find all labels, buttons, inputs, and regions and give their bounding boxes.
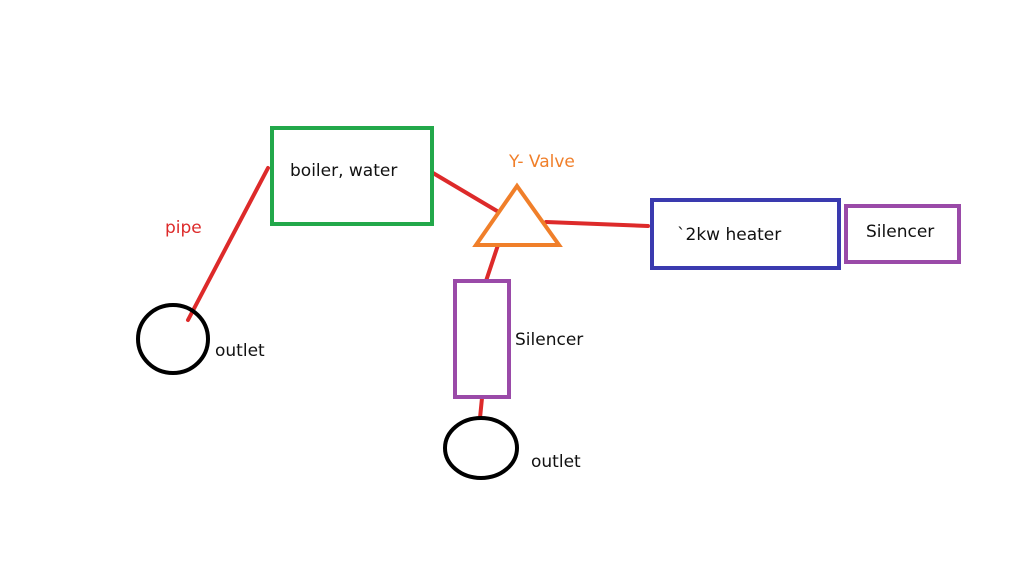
pipe-valve-to-silencer xyxy=(484,243,500,283)
outlet-left-label: outlet xyxy=(215,341,265,361)
outlet-bottom-label: outlet xyxy=(531,452,581,472)
boiler-box xyxy=(270,126,434,226)
silencer-right-label: Silencer xyxy=(866,222,934,242)
silencer-bottom-label: Silencer xyxy=(515,330,583,350)
pipes xyxy=(186,166,650,420)
pipe-label: pipe xyxy=(165,218,202,238)
boiler-label: boiler, water xyxy=(290,161,397,181)
pipe-silencer-to-bottom-outlet xyxy=(478,396,484,420)
outlet-left-circle xyxy=(136,303,210,375)
silencer-box-bottom xyxy=(453,279,511,399)
silencer-box-right xyxy=(844,204,961,264)
heater-label: `2kw heater xyxy=(677,225,781,245)
y-valve-triangle xyxy=(472,182,563,247)
pipe-boiler-to-valve xyxy=(431,171,499,213)
heater-box xyxy=(650,198,841,270)
outlet-bottom-circle xyxy=(443,416,519,480)
y-valve-label: Y- Valve xyxy=(508,152,575,172)
pipe-valve-to-heater xyxy=(544,220,650,228)
pipe-boiler-to-left-outlet xyxy=(186,166,270,322)
